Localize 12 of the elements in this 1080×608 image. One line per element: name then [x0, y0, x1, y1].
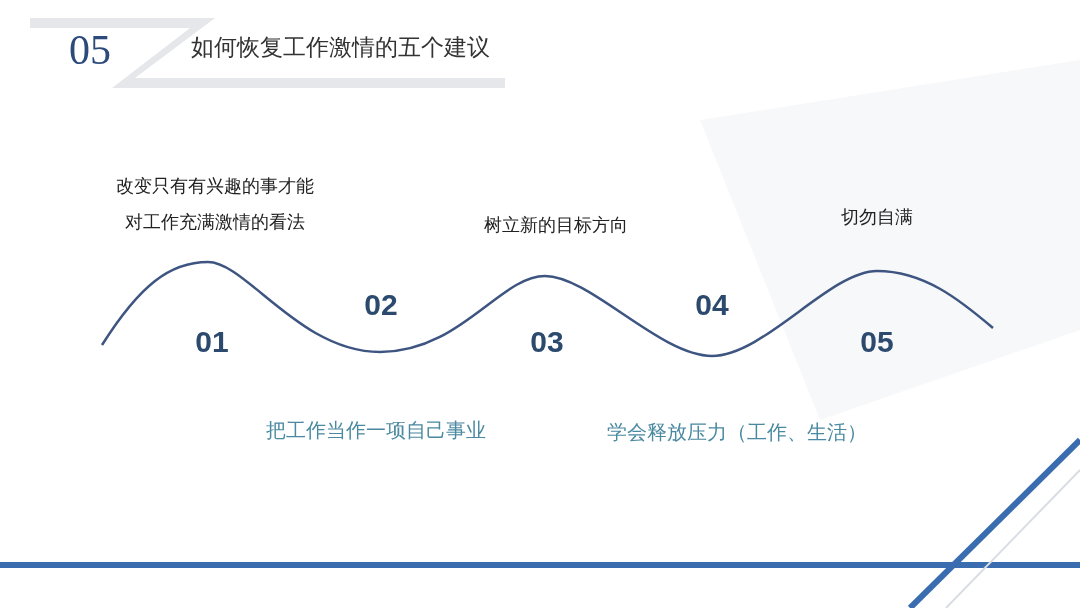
item-number: 05	[860, 325, 894, 359]
item-text: 学会释放压力（工作、生活）	[607, 418, 867, 446]
item-number: 04	[695, 288, 729, 322]
slide-title: 如何恢复工作激情的五个建议	[190, 32, 490, 62]
item-text: 切勿自满	[841, 205, 913, 229]
item-text: 把工作当作一项自己事业	[266, 416, 486, 444]
item-text: 树立新的目标方向	[484, 213, 628, 237]
item-text: 改变只有有兴趣的事才能对工作充满激情的看法	[115, 174, 315, 234]
section-number: 05	[69, 26, 111, 74]
item-number: 02	[364, 288, 398, 322]
item-number: 03	[530, 325, 564, 359]
item-number: 01	[195, 325, 229, 359]
